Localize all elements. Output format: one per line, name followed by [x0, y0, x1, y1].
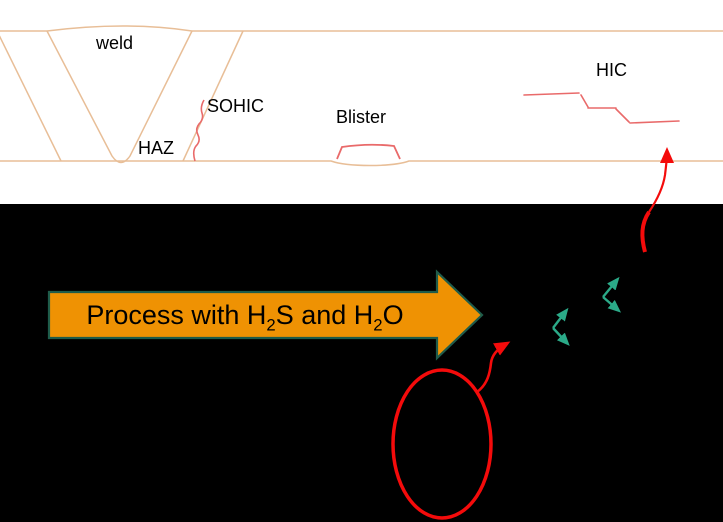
weld-cap-line [46, 25, 193, 32]
process-text-part: Process with H [86, 299, 267, 330]
haz-boundary-left-line [0, 35, 62, 162]
process-text-part: S and H [275, 299, 374, 330]
ellipse-pointer-arrow [476, 341, 511, 394]
hydrogen-arrow-icon [552, 307, 569, 329]
weld-v-groove-line [46, 30, 193, 164]
hic-pointer-arrow-tail [640, 210, 651, 253]
hydrogen-arrow-icon [602, 296, 622, 313]
blister-label: Blister [336, 107, 387, 127]
process-text-part: O [382, 299, 404, 330]
h2s-subscript: 2 [266, 314, 276, 334]
steel-plate-panel [0, 0, 723, 204]
hic-label: HIC [596, 60, 627, 80]
hydrogen-diffusion-arrows [552, 276, 622, 346]
weld-label: weld [96, 33, 134, 53]
highlight-ellipse [391, 368, 493, 520]
plate-bottom-surface-line [0, 160, 723, 167]
h2o-subscript: 2 [373, 314, 383, 334]
haz-boundary-right-line [182, 30, 244, 162]
hydrogen-arrow-icon [552, 327, 570, 346]
hic-stepwise-crack [523, 92, 680, 124]
process-arrow [47, 269, 484, 361]
blister-crack [336, 143, 401, 160]
hydrogen-arrow-icon [602, 276, 620, 298]
sohic-crack [192, 99, 205, 162]
haz-label: HAZ [138, 138, 174, 158]
hic-pointer-arrow [648, 147, 674, 213]
sohic-label: SOHIC [207, 96, 265, 116]
process-arrow-label: Process with H2S and H2O [49, 292, 441, 338]
